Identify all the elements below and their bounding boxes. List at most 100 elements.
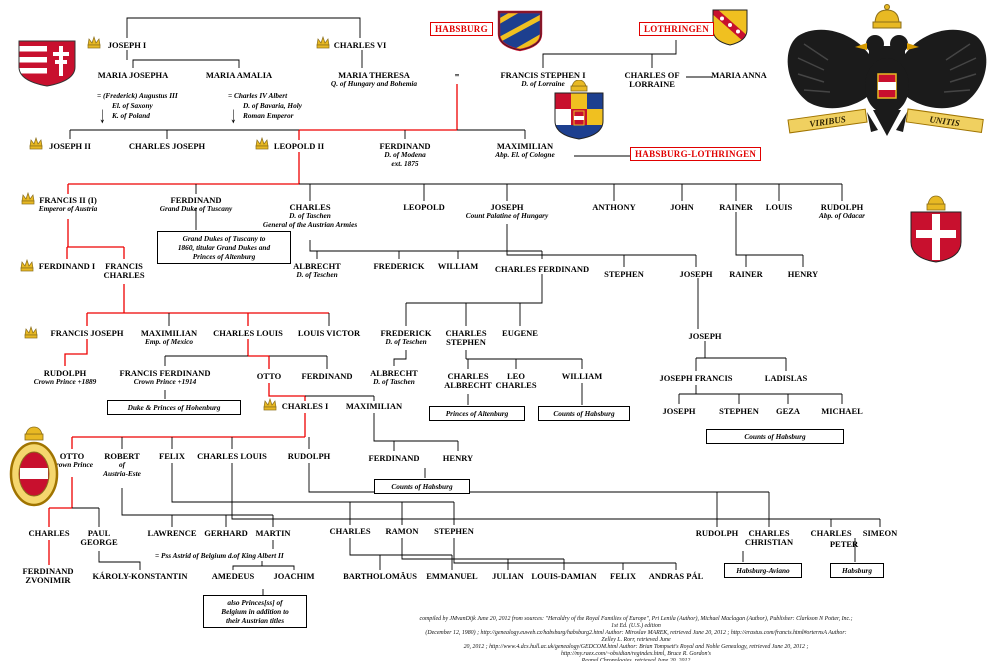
crown-icon bbox=[20, 259, 34, 272]
person-name: FERDINAND I bbox=[38, 261, 96, 271]
person-joseph-i: JOSEPH I bbox=[108, 41, 147, 50]
person-michael: MICHAEL bbox=[821, 407, 863, 416]
crown-icon bbox=[316, 36, 330, 49]
person-felix: FELIX bbox=[159, 452, 185, 461]
person-title: Q. of Hungary and Bohemia bbox=[330, 79, 418, 88]
person-ramon: RAMON bbox=[385, 527, 418, 536]
descent-line bbox=[401, 538, 564, 560]
note-line: also Princes[ss] of bbox=[227, 598, 283, 607]
person-rainer: RAINER bbox=[729, 270, 763, 279]
person-name: LEOPOLD II bbox=[273, 141, 325, 151]
person-name: WILLIAM bbox=[437, 261, 479, 271]
descent-line bbox=[132, 59, 240, 68]
succession-line bbox=[64, 339, 88, 366]
person-name: ALBRECHT bbox=[444, 380, 492, 390]
person-name: CHARLES bbox=[447, 371, 489, 381]
descent-line bbox=[393, 350, 407, 366]
descent-line bbox=[453, 538, 676, 564]
note-box: Counts of Habsburg bbox=[374, 479, 470, 494]
note-line: their Austrian titles bbox=[225, 616, 285, 625]
person-title: of bbox=[118, 460, 126, 469]
person-name: CHARLES bbox=[748, 528, 790, 538]
credits-line: Regnal Chronologies, retrieved June 20, … bbox=[581, 658, 691, 661]
person-name: CHARLES LOUIS bbox=[197, 451, 267, 461]
person-joseph: JOSEPH bbox=[662, 407, 695, 416]
imperial-crown-icon bbox=[872, 4, 902, 29]
person-peter: PETER bbox=[830, 540, 858, 549]
person-bartholom-us: BARTHOLOMÄUS bbox=[343, 572, 417, 581]
person-name: FRANCIS STEPHEN I bbox=[500, 70, 586, 80]
person-name: ANDRAS PÁL bbox=[648, 571, 704, 581]
person-name: FREDERICK bbox=[373, 261, 425, 271]
person-name: CHARLES bbox=[289, 202, 331, 212]
annotation-line: D. of Bavaria, Holy bbox=[243, 101, 302, 110]
person-ferdinand-i: FERDINAND I bbox=[39, 262, 95, 271]
descent-line bbox=[121, 488, 273, 516]
person-simeon: SIMEON bbox=[863, 529, 897, 538]
note-line: Grand Dukes of Tuscany to bbox=[182, 234, 266, 243]
note-box: Duke & Princes of Hohenburg bbox=[107, 400, 241, 415]
person-name: LOUIS VICTOR bbox=[297, 328, 361, 338]
descent-line bbox=[406, 274, 543, 304]
person-name: FELIX bbox=[159, 451, 185, 461]
note-box: Habsburg bbox=[830, 563, 884, 578]
credits-line: compiled by JMvanDijk June 20, 2012 from… bbox=[419, 616, 853, 629]
person-name: JOSEPH bbox=[490, 202, 524, 212]
person-henry: HENRY bbox=[788, 270, 818, 279]
person-title: Grand Duke of Tuscany bbox=[159, 204, 233, 213]
person-title: Austria-Este bbox=[103, 468, 141, 478]
person-william: WILLIAM bbox=[438, 262, 479, 271]
note-line: Princes of Altenburg bbox=[445, 409, 509, 418]
person-name: LEO bbox=[507, 371, 525, 381]
person-charles-louis: CHARLES LOUIS bbox=[197, 452, 267, 461]
person-charles-i: CHARLES I bbox=[282, 402, 329, 411]
note-line: Counts of Habsburg bbox=[553, 409, 615, 418]
person-title: Crown Prince +1914 bbox=[133, 377, 197, 386]
person-name: JULIAN bbox=[492, 571, 524, 581]
person-name: RUDOLPH bbox=[43, 368, 87, 378]
person-name: FERDINAND bbox=[379, 141, 431, 151]
person-stephen: STEPHEN bbox=[604, 270, 644, 279]
person-name: MAXIMILIAN bbox=[345, 401, 403, 411]
note-line: Belgium in addition to bbox=[221, 607, 289, 616]
otto-cartouche-shield bbox=[9, 426, 59, 507]
person-francis-joseph: FRANCIS JOSEPH bbox=[51, 329, 124, 338]
person-name: ALBRECHT bbox=[370, 368, 418, 378]
person-name: RUDOLPH bbox=[287, 451, 331, 461]
person-title: D. of Taschen bbox=[373, 377, 415, 386]
person-name: RAINER bbox=[719, 202, 753, 212]
crown-icon bbox=[87, 36, 101, 49]
person-name: EUGENE bbox=[502, 328, 538, 338]
person-charles-louis: CHARLES LOUIS bbox=[213, 329, 283, 338]
person-title: Count Palatine of Hungary bbox=[465, 211, 549, 220]
motto-ribbon-right: UNITIS bbox=[905, 108, 984, 134]
person-name: JOSEPH bbox=[662, 406, 696, 416]
source-credits: compiled by JMvanDijk June 20, 2012 from… bbox=[418, 616, 854, 661]
person-name: RAINER bbox=[729, 269, 763, 279]
annotation-line: El. of Saxony bbox=[112, 101, 153, 110]
person-name: CHARLES LOUIS bbox=[213, 328, 283, 338]
lothringen-label: LOTHRINGEN bbox=[639, 22, 715, 36]
person-title: General of the Austrian Armies bbox=[262, 219, 358, 229]
person-maria-anna: MARIA ANNA bbox=[711, 71, 767, 80]
person-title: D. of Teschen bbox=[385, 337, 427, 346]
person-stephen: STEPHEN bbox=[719, 407, 759, 416]
person-title: D. of Lorraine bbox=[521, 79, 565, 88]
motto-right-text: UNITIS bbox=[929, 114, 961, 128]
person-name: JOACHIM bbox=[273, 571, 315, 581]
person-name: FRANCIS FERDINAND bbox=[119, 368, 211, 378]
lothringen-shield bbox=[712, 9, 748, 46]
person-name: STEPHEN bbox=[434, 526, 474, 536]
eagle-left-wing bbox=[787, 29, 874, 109]
person-name: HENRY bbox=[787, 269, 819, 279]
